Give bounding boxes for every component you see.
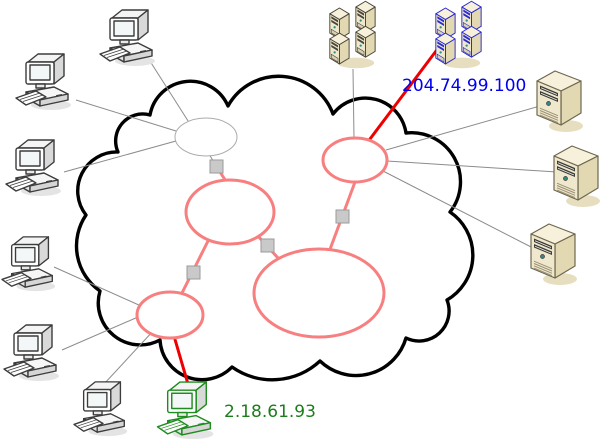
- link-ws3-ellipse: [63, 140, 177, 173]
- link-node-1: [209, 159, 224, 174]
- link-ws2-ellipse: [75, 99, 177, 132]
- workstation-4: [1, 236, 56, 292]
- workstation-5: [3, 324, 60, 382]
- link-cluster-backbone: [352, 68, 355, 140]
- blue-server-ip-label: 204.74.99.100: [402, 76, 527, 96]
- server-cluster-top: [330, 1, 375, 68]
- backbone-ellipse-top-right: [321, 136, 389, 184]
- highlight-link-green-workstation: [172, 335, 190, 385]
- tower-server-1: [536, 70, 584, 133]
- link-node-4: [335, 209, 350, 224]
- blue-server-cluster: [436, 1, 481, 68]
- link-ws6-backbone: [103, 329, 155, 385]
- green-host-ip-label: 2.18.61.93: [224, 402, 316, 422]
- green-workstation: [156, 381, 215, 440]
- tower-server-3: [530, 223, 578, 286]
- backbone-ellipse-large-bottom: [252, 247, 386, 339]
- tower-server-2: [553, 145, 600, 208]
- internet-cloud: [74, 74, 475, 382]
- link-node-2: [260, 238, 275, 253]
- link-ws4-backbone: [53, 266, 142, 307]
- workstation-3: [5, 139, 62, 197]
- workstation-6: [73, 381, 128, 437]
- link-server2-backbone: [386, 160, 558, 173]
- backbone-ellipse-bottom-left: [135, 290, 205, 340]
- link-ws5-backbone: [61, 316, 139, 351]
- link-server3-backbone: [382, 170, 536, 250]
- backbone-ellipse-mid-left: [184, 178, 276, 246]
- white-network-ellipse: [174, 117, 238, 157]
- link-ws1-ellipse: [147, 57, 191, 125]
- link-node-3: [186, 265, 201, 280]
- workstation-2: [15, 53, 72, 111]
- highlight-link-blue-cluster: [365, 46, 441, 144]
- workstation-1: [99, 9, 156, 67]
- link-server1-backbone: [385, 105, 541, 151]
